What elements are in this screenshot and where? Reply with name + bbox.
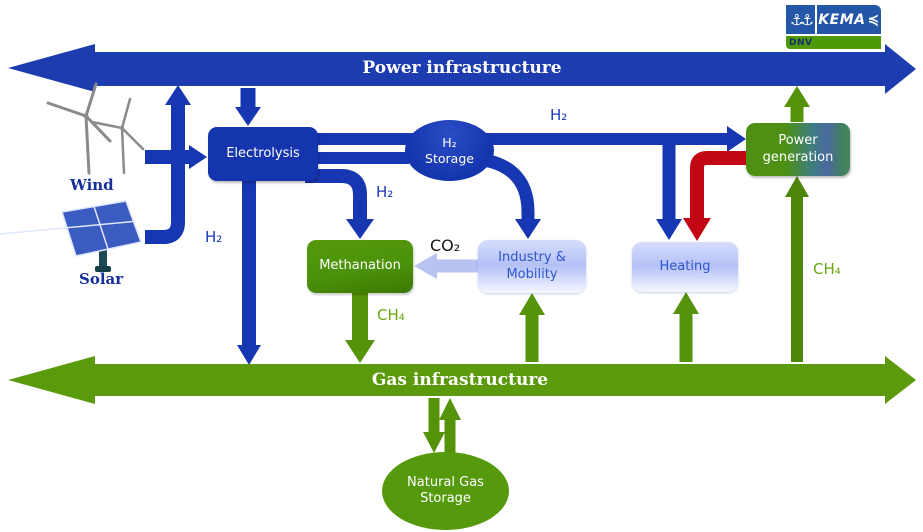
- wind-turbines-icon: [46, 82, 145, 175]
- flow-ngstorage-to-gas-arrow: [439, 398, 461, 454]
- flow-windsolar-to-power-arrow: [145, 85, 191, 244]
- gas-infrastructure-title: Gas infrastructure: [371, 370, 549, 390]
- node-methanation: Methanation: [307, 240, 413, 293]
- power-generation-label-line2: generation: [762, 149, 834, 165]
- flow-powergen-to-heating-arrow: [683, 151, 746, 241]
- solar-panel-icon: [0, 200, 143, 272]
- h2-label-electrolysis-to-methanation: H₂: [376, 183, 394, 201]
- dnv-kema-logo: ⚓⚓ KEMA ≼ DNV: [786, 5, 881, 51]
- power-infrastructure-title: Power infrastructure: [362, 58, 562, 78]
- h2-storage-label-line1: H₂: [442, 134, 457, 150]
- power-infrastructure-bar: [8, 44, 916, 94]
- gas-infrastructure-bar: [8, 356, 916, 404]
- flow-windsolar-to-electrolysis-arrow: [145, 145, 207, 169]
- methanation-label: Methanation: [319, 258, 401, 274]
- flow-powergen-to-power-arrow: [784, 86, 810, 122]
- flow-gas-to-powergen-arrow: [785, 176, 809, 362]
- flow-electrolysis-to-gas-arrow: [237, 180, 261, 365]
- flow-power-to-electrolysis-arrow: [235, 88, 261, 126]
- flow-gas-to-heating-arrow: [673, 292, 699, 362]
- power-generation-label-line1: Power: [778, 133, 818, 149]
- flow-electrolysis-to-methanation-arrow: [305, 169, 374, 239]
- electrolysis-label: Electrolysis: [226, 145, 300, 161]
- node-power-generation: Power generation: [746, 123, 850, 176]
- natural-gas-label-line2: Storage: [420, 491, 471, 506]
- ch4-label-methanation: CH₄: [377, 306, 405, 324]
- h2-label-storage-to-powergen: H₂: [550, 106, 568, 124]
- dnv-bar: DNV: [786, 36, 881, 49]
- node-electrolysis: Electrolysis: [208, 127, 318, 181]
- kema-wordmark: KEMA ≼: [817, 5, 881, 34]
- industry-label-line1: Industry &: [498, 250, 566, 266]
- node-natural-gas-storage: Natural Gas Storage: [382, 452, 509, 530]
- node-heating: Heating: [632, 242, 738, 292]
- ch4-label-powergen: CH₄: [813, 260, 841, 278]
- flow-methanation-to-gas-arrow: [345, 292, 375, 363]
- wind-label: Wind: [70, 176, 114, 194]
- node-h2-storage: H₂ Storage: [405, 120, 494, 181]
- kema-mark-icon: ≼: [867, 11, 880, 28]
- industry-label-line2: Mobility: [506, 266, 558, 282]
- flow-gas-to-industry-arrow: [519, 293, 545, 362]
- solar-label: Solar: [79, 270, 124, 288]
- heating-label: Heating: [659, 258, 711, 274]
- dnv-anchor-icon: ⚓⚓: [786, 5, 815, 34]
- node-industry-mobility: Industry & Mobility: [478, 240, 586, 293]
- kema-text: KEMA: [818, 11, 866, 28]
- natural-gas-label-line1: Natural Gas: [407, 474, 484, 490]
- dnv-text: DNV: [789, 37, 813, 48]
- flow-electrolysis-to-powergen-arrow: [316, 126, 746, 152]
- co2-label: CO₂: [430, 236, 461, 255]
- flow-gas-to-ngstorage-arrow: [423, 398, 445, 453]
- h2-storage-label-line2: Storage: [425, 150, 474, 166]
- h2-label-electrolysis-to-gas: H₂: [205, 228, 223, 246]
- flow-h2line-to-heating-arrow: [656, 144, 682, 240]
- flow-co2-industry-to-methanation-arrow: [414, 253, 480, 279]
